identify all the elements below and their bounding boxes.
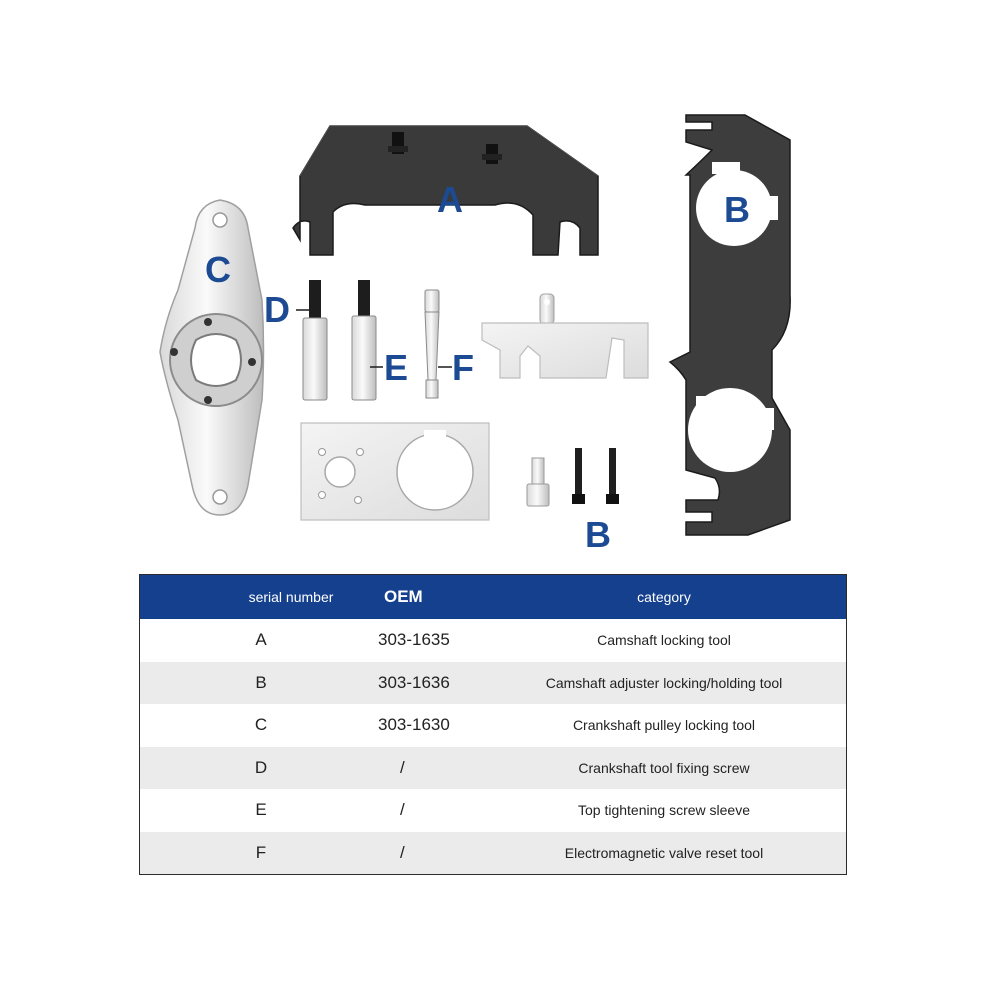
- tool-f-valve-reset-tool: [424, 289, 452, 399]
- cell-category: Crankshaft pulley locking tool: [572, 717, 756, 734]
- cell-oem: 303-1636: [378, 672, 450, 692]
- tool-a-camshaft-locking-tool: [292, 125, 599, 256]
- cell-oem: /: [400, 842, 405, 862]
- tool-b-camshaft-adjuster-holding-plate: [668, 114, 791, 536]
- table-row: E / Top tightening screw sleeve: [140, 789, 846, 832]
- table-header: serial number OEM category: [140, 575, 846, 619]
- cell-serial: C: [254, 715, 268, 735]
- table-row: F / Electromagnetic valve reset tool: [140, 831, 846, 874]
- table-row: B 303-1636 Camshaft adjuster locking/hol…: [140, 661, 846, 704]
- label-b-top: B: [724, 189, 750, 230]
- tool-timing-gauge-plate: [481, 293, 649, 379]
- label-b-bottom: B: [585, 514, 611, 555]
- cell-oem: 303-1630: [378, 715, 450, 735]
- cell-serial: E: [255, 800, 267, 820]
- label-d: D: [264, 289, 290, 330]
- label-c: C: [205, 249, 231, 290]
- tool-c-crankshaft-pulley-locking-plate: [159, 199, 265, 516]
- label-f: F: [452, 347, 474, 388]
- cell-category: Crankshaft tool fixing screw: [578, 759, 750, 776]
- label-e: E: [384, 347, 408, 388]
- header-serial-number: serial number: [248, 589, 334, 605]
- cell-serial: F: [255, 842, 267, 862]
- spec-table: serial number OEM category A 303-1635 Ca…: [139, 574, 847, 875]
- cell-oem: /: [400, 757, 405, 777]
- cell-serial: B: [255, 672, 267, 692]
- tool-e-tightening-screw-sleeve: [351, 280, 383, 401]
- table-row: D / Crankshaft tool fixing screw: [140, 746, 846, 789]
- header-category: category: [637, 589, 691, 605]
- cell-category: Camshaft locking tool: [597, 632, 731, 649]
- cell-category: Camshaft adjuster locking/holding tool: [545, 674, 783, 691]
- tool-base-plate: [300, 422, 490, 521]
- cell-serial: D: [254, 757, 268, 777]
- cell-category: Top tightening screw sleeve: [578, 802, 750, 819]
- tool-kit-illustration: A B C D E F B: [159, 114, 791, 555]
- header-oem: OEM: [384, 587, 423, 606]
- cell-oem: 303-1635: [378, 630, 450, 650]
- cell-category: Electromagnetic valve reset tool: [564, 844, 764, 861]
- table-row: C 303-1630 Crankshaft pulley locking too…: [140, 704, 846, 747]
- tool-b-accessory-bolts: [526, 448, 619, 507]
- tool-d-fixing-screw: [296, 280, 328, 401]
- cell-serial: A: [255, 630, 267, 650]
- label-a: A: [437, 179, 463, 220]
- table-row: A 303-1635 Camshaft locking tool: [140, 619, 846, 662]
- cell-oem: /: [400, 800, 405, 820]
